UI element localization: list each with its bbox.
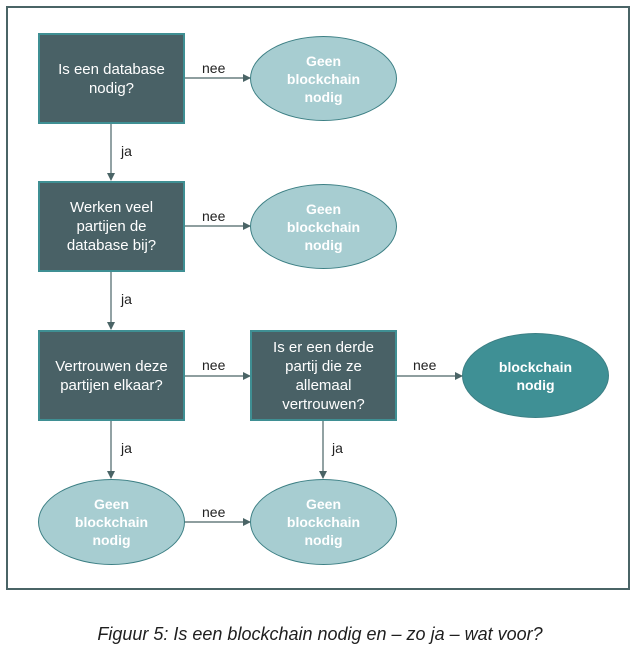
question-third-party: Is er een derde partij die ze allemaal v… [250, 330, 397, 421]
question-many-parties: Werken veel partijen de database bij? [38, 181, 185, 272]
result-no-blockchain-1: Geen blockchain nodig [250, 36, 397, 121]
result-no-blockchain-2: Geen blockchain nodig [250, 184, 397, 269]
edge-label-ja: ja [121, 291, 132, 307]
edge-label-nee: nee [202, 357, 226, 373]
figure-caption: Figuur 5: Is een blockchain nodig en – z… [97, 624, 543, 644]
edge-label-ja: ja [332, 440, 343, 456]
result-no-blockchain-3: Geen blockchain nodig [38, 479, 185, 565]
edge-label-nee: nee [202, 60, 226, 76]
edge-label-ja: ja [121, 440, 132, 456]
edge-label-nee: nee [202, 208, 226, 224]
question-parties-trust: Vertrouwen deze partijen elkaar? [38, 330, 185, 421]
edge-label-nee: nee [202, 504, 226, 520]
edge-label-nee: nee [413, 357, 437, 373]
result-no-blockchain-4: Geen blockchain nodig [250, 479, 397, 565]
edge-label-ja: ja [121, 143, 132, 159]
result-blockchain-needed: blockchain nodig [462, 333, 609, 418]
question-database-needed: Is een database nodig? [38, 33, 185, 124]
